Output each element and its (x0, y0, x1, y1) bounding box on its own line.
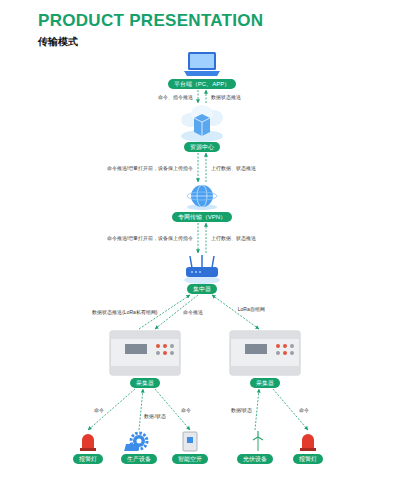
icon-spacer (78, 431, 98, 452)
node-label: 平台端（PC、APP） (168, 79, 236, 89)
alarm-light-icon (80, 434, 96, 451)
icon-spacer (184, 50, 220, 77)
collector-device (230, 331, 300, 375)
node-label: 生产设备 (121, 454, 157, 464)
icon-spacer (129, 431, 149, 452)
edge-label: 命令推送 (182, 309, 204, 315)
node-label: 资源中心 (184, 142, 220, 152)
node-label: 报警灯 (73, 454, 103, 464)
dashed-connector (206, 223, 207, 253)
edge-label: 数据/状态 (230, 407, 253, 413)
edge-label: LoRa自组网 (237, 306, 266, 312)
laptop-icon (184, 52, 220, 76)
labeled-icon-node: 生产设备 (121, 431, 157, 464)
node-label: 集中器 (187, 284, 217, 294)
node-label: 采集器 (130, 378, 160, 388)
dashed-connector (212, 295, 259, 329)
edge-label: 上行数据、状态推送 (210, 165, 257, 171)
labeled-icon-node: 光伏设备 (237, 431, 273, 464)
dashed-connector (206, 90, 207, 103)
icon-spacer (180, 431, 200, 452)
edge-label: 上行数据、状态推送 (210, 235, 257, 241)
icon-spacer (185, 254, 219, 282)
node-label: 采集器 (250, 378, 280, 388)
node-label: 专网传输（VPN） (172, 212, 232, 222)
router-icon (184, 255, 220, 284)
globe-icon (187, 185, 217, 210)
dashed-connector (198, 90, 199, 103)
edge-label: 数据/状态 (143, 413, 166, 419)
page-title: PRODUCT PRESENTATION (38, 11, 263, 31)
alarm-light-icon (300, 434, 316, 451)
labeled-icon-node: 采集器 (229, 330, 301, 388)
collector-device (110, 331, 180, 375)
edge-label: 命令 (180, 407, 192, 413)
edge-label: 命令推送/增量打开前，设备保上传指令 (106, 165, 194, 171)
edge-label: 命令 (298, 407, 310, 413)
cloud-server-icon (181, 105, 223, 142)
subtitle: 传输模式 (38, 35, 78, 49)
icon-spacer (298, 431, 318, 452)
dashed-connector (88, 389, 135, 430)
labeled-icon-node: 报警灯 (73, 431, 103, 464)
breaker-icon (183, 432, 197, 451)
dashed-connector (206, 153, 207, 182)
labeled-icon-node: 平台端（PC、APP） (168, 50, 236, 89)
icon-spacer (229, 330, 301, 376)
edge-label: 命令、指令推送 (157, 94, 194, 100)
labeled-icon-node: 采集器 (109, 330, 181, 388)
dashed-connector (198, 153, 199, 182)
dashed-connector (139, 389, 143, 430)
node-label: 智能空开 (172, 454, 208, 464)
dashed-connector (198, 223, 199, 253)
edge-label: 命令推送/增量打开前，设备保上传指令 (106, 235, 194, 241)
labeled-icon-node: 专网传输（VPN） (172, 183, 232, 222)
edge-label: 命令 (93, 407, 105, 413)
labeled-icon-node: 集中器 (185, 254, 219, 294)
labeled-icon-node: 智能空开 (172, 431, 208, 464)
icon-spacer (187, 183, 217, 210)
renewable-icon (124, 431, 263, 451)
node-label: 光伏设备 (237, 454, 273, 464)
labeled-icon-node: 资源中心 (180, 104, 224, 152)
labeled-icon-node: 报警灯 (293, 431, 323, 464)
edge-label: 数据状态推送(LoRa私有组网) (91, 309, 158, 315)
edge-label: 数据状态推送 (210, 94, 242, 100)
icon-spacer (109, 330, 181, 376)
dashed-connector (255, 389, 259, 430)
icon-spacer (245, 431, 265, 452)
node-label: 报警灯 (293, 454, 323, 464)
icon-spacer (180, 104, 224, 140)
